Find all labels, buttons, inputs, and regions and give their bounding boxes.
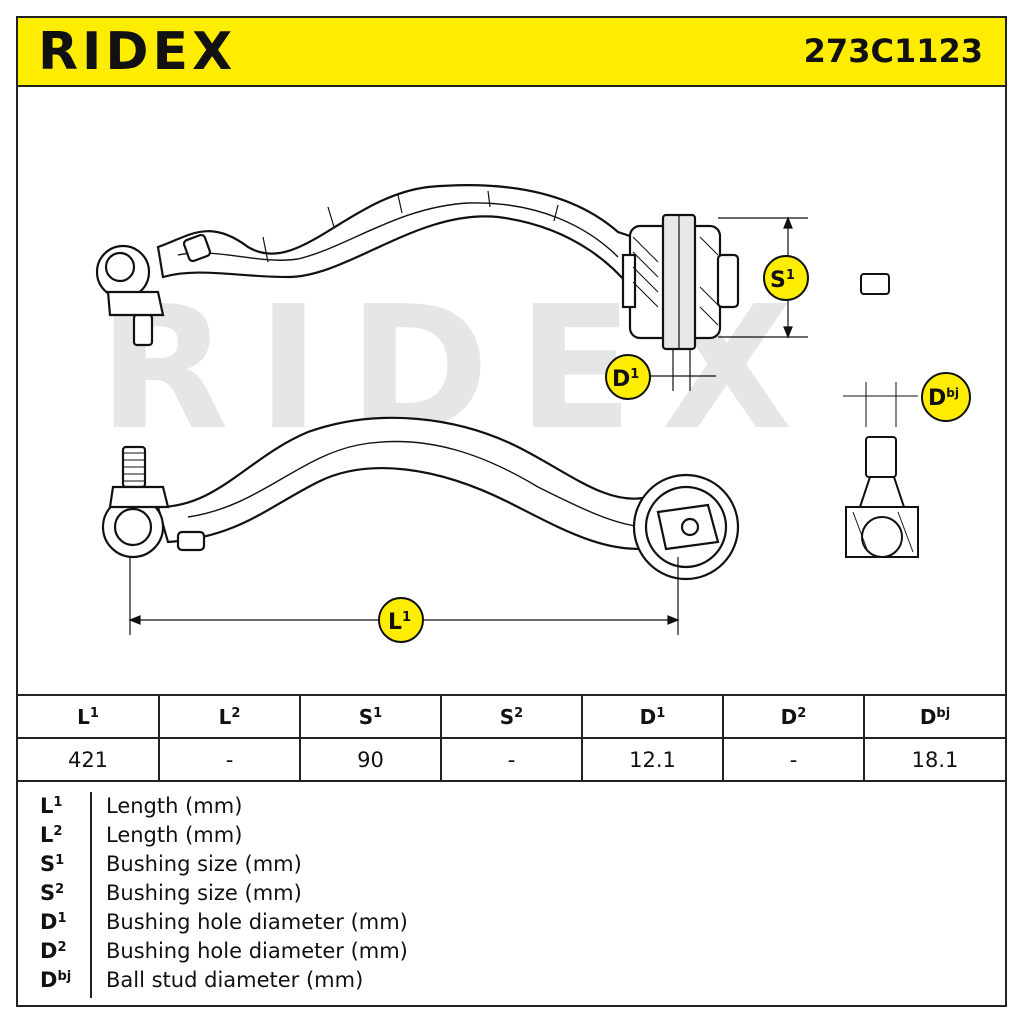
product-sheet: RIDEX 273C1123 RIDEX <box>16 16 1007 1007</box>
specs-value-s2: - <box>440 737 582 782</box>
specs-header-s1: S1 <box>299 694 441 738</box>
specs-value-d2: - <box>722 737 864 782</box>
specs-value-dbj: 18.1 <box>863 737 1005 782</box>
legend-desc: Bushing hole diameter (mm) <box>106 910 408 934</box>
control-arm-side-view <box>101 416 740 581</box>
legend-item: D2 Bushing hole diameter (mm) <box>18 939 1005 968</box>
d1-badge-label: D1 <box>612 367 639 392</box>
legend-desc: Length (mm) <box>106 823 243 847</box>
header-bar: RIDEX 273C1123 <box>18 18 1005 87</box>
specs-value-row: 421 - 90 - 12.1 - 18.1 <box>18 737 1005 782</box>
legend-item: Dbj Ball stud diameter (mm) <box>18 968 1005 997</box>
nut-icon <box>860 273 890 295</box>
legend-desc: Length (mm) <box>106 794 243 818</box>
legend-desc: Bushing size (mm) <box>106 881 302 905</box>
l1-badge-label: L1 <box>388 610 411 635</box>
s1-badge <box>763 255 809 301</box>
specs-header-d1: D1 <box>581 694 723 738</box>
ball-joint-detail <box>845 436 919 558</box>
legend-key: S2 <box>40 881 65 905</box>
legend-key: L1 <box>40 794 63 818</box>
specs-header-l1: L1 <box>18 694 159 738</box>
technical-drawing: RIDEX <box>18 87 1005 694</box>
d1-dimension <box>648 349 716 391</box>
dbj-badge-label: Dbj <box>928 386 959 411</box>
specs-header-d2: D2 <box>722 694 864 738</box>
part-number: 273C1123 <box>803 32 983 70</box>
specs-header-l2: L2 <box>158 694 300 738</box>
specs-header-s2: S2 <box>440 694 582 738</box>
drawing-canvas: RIDEX <box>95 184 971 643</box>
control-arm-top-view <box>95 184 740 351</box>
specs-value-d1: 12.1 <box>581 737 723 782</box>
legend-item: L2 Length (mm) <box>18 823 1005 852</box>
legend: L1 Length (mm) L2 Length (mm) S1 Bushing… <box>18 782 1005 1007</box>
specs-value-l2: - <box>158 737 300 782</box>
legend-item: S2 Bushing size (mm) <box>18 881 1005 910</box>
legend-desc: Bushing size (mm) <box>106 852 302 876</box>
legend-item: D1 Bushing hole diameter (mm) <box>18 910 1005 939</box>
l1-badge <box>378 597 424 643</box>
specs-value-l1: 421 <box>18 737 159 782</box>
specs-table: L1 L2 S1 S2 D1 D2 Dbj 421 - 90 - 12.1 - … <box>18 694 1005 782</box>
thread-hatch <box>123 452 145 482</box>
brand-logo: RIDEX <box>38 22 237 82</box>
legend-key: Dbj <box>40 968 72 992</box>
legend-item: L1 Length (mm) <box>18 794 1005 823</box>
legend-divider <box>90 792 92 998</box>
legend-key: D2 <box>40 939 67 963</box>
bushing-hatch <box>632 236 719 326</box>
dbj-dimension <box>843 382 918 427</box>
specs-header-row: L1 L2 S1 S2 D1 D2 Dbj <box>18 694 1005 738</box>
specs-header-dbj: Dbj <box>863 694 1005 738</box>
s1-badge-label: S1 <box>770 268 795 293</box>
dbj-badge <box>921 372 971 422</box>
d1-badge <box>605 354 651 400</box>
legend-item: S1 Bushing size (mm) <box>18 852 1005 881</box>
legend-desc: Bushing hole diameter (mm) <box>106 939 408 963</box>
legend-key: L2 <box>40 823 63 847</box>
legend-key: S1 <box>40 852 65 876</box>
specs-value-s1: 90 <box>299 737 441 782</box>
legend-desc: Ball stud diameter (mm) <box>106 968 364 992</box>
legend-key: D1 <box>40 910 67 934</box>
